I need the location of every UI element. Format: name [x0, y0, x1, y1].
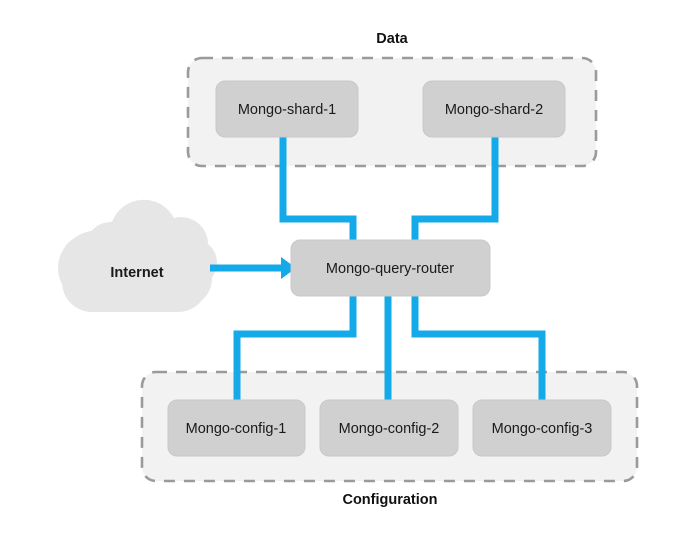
- mongo-config-2-box[interactable]: [319, 399, 459, 457]
- mongo-shard-1-box[interactable]: [215, 80, 359, 138]
- mongo-shard-2-box[interactable]: [422, 80, 566, 138]
- mongo-shard-2-node[interactable]: Mongo-shard-2: [422, 80, 566, 138]
- mongo-config-1-node[interactable]: Mongo-config-1: [167, 399, 306, 457]
- connector-router-to-config-1: [233, 292, 357, 406]
- mongo-config-2-label: Mongo-config-2: [339, 421, 440, 437]
- mongo-query-router-label: Mongo-query-router: [326, 261, 454, 277]
- mongo-config-1-label: Mongo-config-1: [186, 421, 287, 437]
- mongo-query-router-node[interactable]: Mongo-query-router: [290, 239, 491, 297]
- internet-cloud[interactable]: Internet: [58, 199, 217, 312]
- mongo-config-3-box[interactable]: [472, 399, 612, 457]
- connector-router-to-config-3: [411, 292, 546, 406]
- connector-layer: [233, 131, 546, 406]
- data-group-title: Data: [376, 31, 408, 47]
- configuration-group-title: Configuration: [342, 492, 437, 508]
- mongo-shard-1-label: Mongo-shard-1: [238, 102, 336, 118]
- mongo-config-3-label: Mongo-config-3: [492, 421, 593, 437]
- mongo-config-3-node[interactable]: Mongo-config-3: [472, 399, 612, 457]
- internet-cloud-label: Internet: [110, 265, 163, 281]
- connector-router-to-shard-2: [411, 131, 499, 243]
- mongo-config-2-node[interactable]: Mongo-config-2: [319, 399, 459, 457]
- connector-router-to-shard-1: [279, 131, 357, 243]
- mongo-shard-2-label: Mongo-shard-2: [445, 102, 543, 118]
- internet-to-router-arrow: [210, 257, 296, 279]
- mongo-shard-1-node[interactable]: Mongo-shard-1: [215, 80, 359, 138]
- mongo-query-router-box[interactable]: [290, 239, 491, 297]
- arrow-head-icon: [281, 257, 296, 279]
- cloud-lobe-far-right: [160, 250, 212, 306]
- mongo-config-1-box[interactable]: [167, 399, 306, 457]
